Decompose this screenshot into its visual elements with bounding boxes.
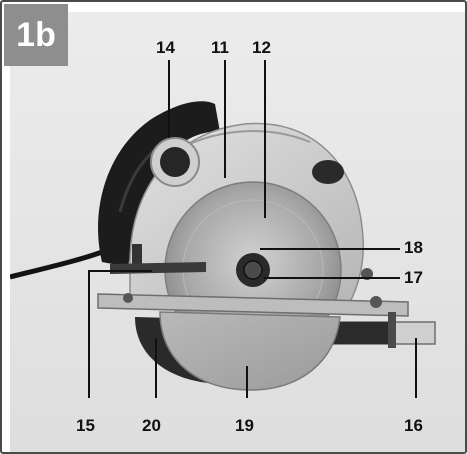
callout-16: 16 [404, 416, 423, 435]
power-cord [10, 249, 103, 280]
callout-18: 18 [404, 238, 423, 257]
circular-saw-illustration [10, 12, 465, 452]
callout-19: 19 [235, 416, 254, 435]
callout-20: 20 [142, 416, 161, 435]
base-plate [97, 293, 409, 317]
leader-line-16 [415, 338, 417, 398]
circular-saw-photo [10, 12, 465, 452]
callout-15: 15 [76, 416, 95, 435]
callout-17: 17 [404, 268, 423, 287]
rear-handle [98, 101, 220, 267]
leader-line-15-h [88, 270, 152, 272]
leader-line-14 [168, 60, 170, 138]
retracting-blade-guard [159, 311, 341, 391]
leader-line-11 [224, 60, 226, 178]
callout-11: 11 [211, 38, 229, 57]
figure-badge: 1b [4, 4, 68, 66]
leader-line-20 [155, 338, 157, 398]
front-knob [312, 160, 344, 184]
leader-line-12 [264, 60, 266, 218]
callout-14: 14 [156, 38, 175, 57]
callout-12: 12 [252, 38, 271, 57]
leader-line-18 [260, 248, 400, 250]
leader-line-19 [246, 366, 248, 398]
clamping-bolt [243, 260, 263, 280]
lock-lever [132, 244, 142, 270]
leader-line-15 [88, 270, 90, 398]
cutting-angle-guide [110, 262, 206, 274]
leader-line-17 [264, 277, 400, 279]
